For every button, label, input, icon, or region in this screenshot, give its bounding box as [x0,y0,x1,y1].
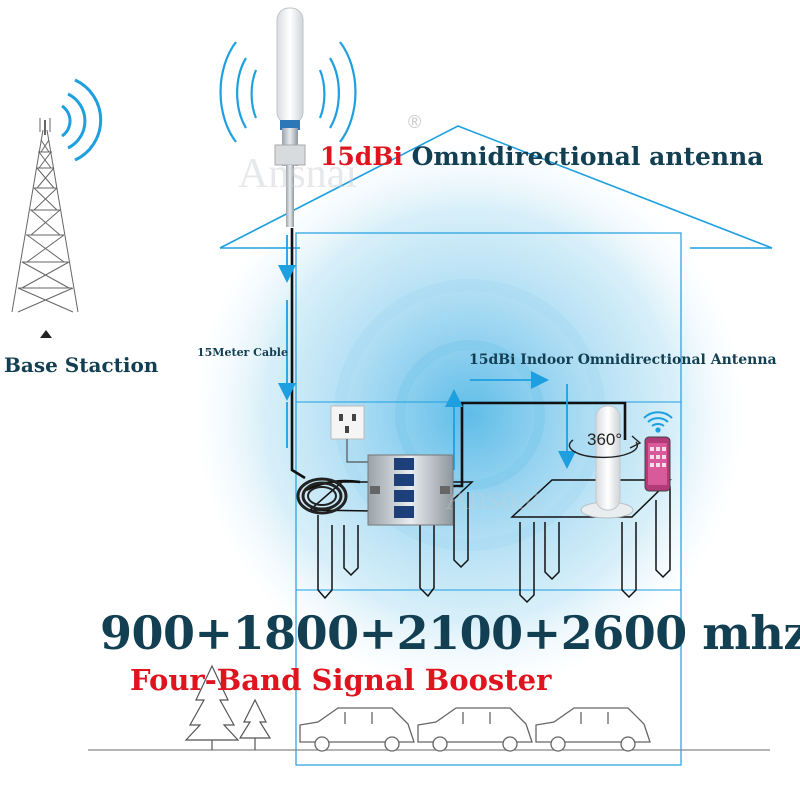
frequency-bands-label: 900+1800+2100+2600 mhz [100,606,800,660]
antenna-gain-label: 15dBi [320,142,403,171]
smartphone-icon [644,436,671,492]
antenna-type-label: Omnidirectional antenna [402,142,764,171]
outdoor-antenna-label: 15dBi Omnidirectional antenna [320,142,763,171]
cable-length-label: 15Meter Cable [197,346,288,359]
brand-watermark: Ansnai [445,480,542,517]
product-name-label: Four-Band Signal Booster [130,663,552,697]
outdoor-antenna-icon [219,7,357,227]
wifi-icon [643,411,673,433]
cell-tower-icon [11,118,79,338]
signal-booster-icon [367,454,454,526]
car-icon [299,707,651,752]
indoor-antenna-icon [568,405,642,519]
brand-watermark: Ansnai [238,151,357,197]
indoor-antenna-label: 15dBi Indoor Omnidirectional Antenna [469,352,777,368]
house-outline [219,125,773,766]
power-socket-icon [330,405,395,463]
rotation-label: 360° [587,430,623,449]
cable-coil-icon [296,477,348,515]
booster-table [308,481,474,600]
signal-flow-arrows [278,235,576,470]
signal-waves-icon [61,78,103,162]
base-station-label: Base Staction [4,353,159,377]
registered-mark: ® [408,112,422,132]
tree-icon [184,664,272,750]
